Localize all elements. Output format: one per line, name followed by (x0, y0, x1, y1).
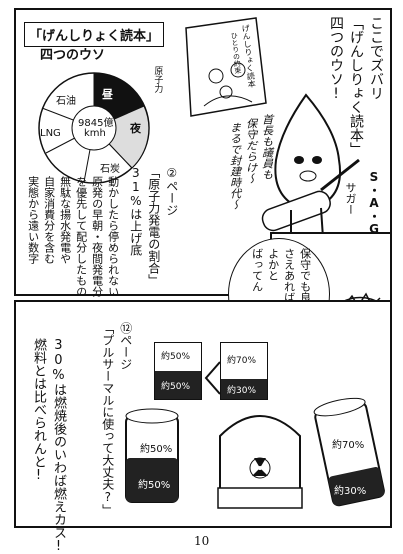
bubble-col-1: 保守でも良識 (298, 248, 312, 314)
can-b-bottom-label: 約30% (334, 486, 367, 497)
explain-col-6: 実態から遠い数字 (26, 176, 40, 264)
panel-bottom: 30%は燃焼後のいわば燃えカス! 燃料とは比べられんと! ⑫ページ 「プルサーマ… (14, 300, 392, 554)
p3-caption-col-2: 「プルサーマルに使って大丈夫?」 (100, 322, 115, 516)
bubble-col-3: よかと (266, 248, 280, 281)
arrow (204, 361, 221, 395)
box-title-text: 「げんしりょく読本」 (29, 29, 160, 44)
explain-col-2: 原発の早朝・夜間発電分 (90, 176, 104, 297)
explain-col-1: 動かしたら停められない (106, 176, 120, 297)
bar-a-bottom-label: 約50% (161, 382, 191, 392)
narration-col-1: ここでズバリ (368, 16, 384, 100)
reactor-scene (125, 397, 385, 509)
caption-col-2: 「原子力発電の割合」 (146, 166, 161, 286)
can-a-top-label: 約50% (140, 444, 173, 455)
sagaa-text: サガー (344, 182, 357, 215)
explain-col-3: を優先して配分したもの (74, 176, 88, 297)
flame-character (261, 93, 360, 239)
pie-center-value: 9845億 (78, 118, 114, 129)
bubble-col-2: さえあれば (282, 248, 296, 303)
chant-col-3: まるで封建時代〜 (228, 122, 242, 210)
box-subtitle: 四つのウソ (40, 48, 106, 63)
pie-label-coal: 石炭 (100, 164, 120, 175)
explain-col-4: 無駄な揚水発電や (58, 176, 72, 264)
book-cover (185, 17, 267, 117)
pie-label-night: 夜 (130, 122, 141, 135)
bar-a-top: 約50% (155, 343, 201, 371)
pie-center-unit: kmh (84, 128, 106, 139)
caption-col-1: ②ページ (164, 166, 179, 216)
box-title: 「げんしりょく読本」 (24, 22, 165, 47)
pie-chart (38, 72, 150, 184)
bar-b-top-label: 約70% (227, 356, 257, 366)
bar-b-top: 約70% (221, 343, 267, 379)
narration-col-2: 「げんしりょく読本」 (348, 16, 364, 156)
bar-b-bottom-label: 約30% (227, 386, 257, 396)
p3-narration-col-2: 燃料とは比べられんと! (30, 338, 46, 483)
caption-col-3: 31%は上げ底 (128, 166, 143, 256)
page-number: 10 (194, 534, 210, 548)
chant-col-2: 保守だらけ〜 (244, 118, 258, 184)
bar-b: 約70% 約30% (220, 342, 268, 400)
bar-a: 約50% 約50% (154, 342, 202, 400)
pie-label-oil: 石油 (56, 96, 76, 107)
can-a-shape (125, 408, 179, 503)
narration-col-3: 四つのウソ! (328, 16, 344, 102)
p3-narration-col-1: 30%は燃焼後のいわば燃えカス! (50, 338, 66, 554)
p3-caption-col-1: ⑫ページ (118, 322, 133, 370)
chant-col-1: 首長も議員も (260, 114, 274, 180)
can-a-bottom-label: 約50% (138, 480, 171, 491)
pie-label-nuclear: 原子力 (152, 66, 163, 93)
explain-col-5: 自家消費分を含む (42, 176, 56, 264)
bar-a-bottom: 約50% (155, 371, 201, 399)
bar-b-bottom: 約30% (221, 379, 267, 399)
bar-a-top-label: 約50% (161, 352, 191, 362)
pie-label-day: 昼 (102, 88, 113, 101)
can-b-top-label: 約70% (332, 440, 365, 451)
pie-label-lng: LNG (40, 128, 61, 139)
panel-top: 「げんしりょく読本」 四つのウソ 石油 LNG 石炭 昼 夜 原子力 9845億… (14, 8, 392, 297)
can-b-shape (313, 397, 385, 507)
